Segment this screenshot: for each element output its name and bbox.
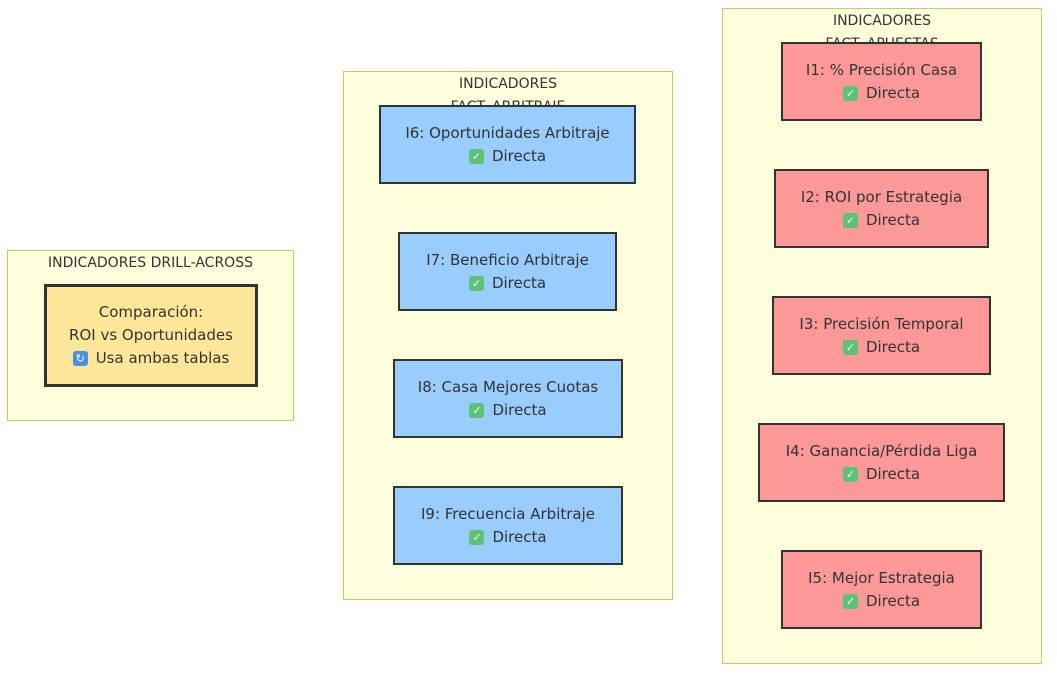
node-tag: Directa [491,273,547,292]
check-icon: ✓ [842,593,858,609]
node-tag: Directa [865,464,921,483]
check-icon: ✓ [468,148,484,164]
node-i8[interactable]: I8: Casa Mejores Cuotas ✓ Directa [393,359,623,438]
node-label: I9: Frecuencia Arbitraje [420,504,595,523]
node-label: I5: Mejor Estrategia [808,568,955,587]
node-i4[interactable]: I4: Ganancia/Pérdida Liga ✓ Directa [758,423,1005,502]
node-i2[interactable]: I2: ROI por Estrategia ✓ Directa [774,169,989,248]
node-label: I4: Ganancia/Pérdida Liga [785,441,978,460]
node-comparacion-roi-oportunidades[interactable]: Comparación: ROI vs Oportunidades ↻ Usa … [44,284,258,387]
node-line2: ROI vs Oportunidades [69,326,233,344]
node-label: I6: Oportunidades Arbitraje [405,123,610,142]
node-tag: Directa [865,337,921,356]
node-i3[interactable]: I3: Precisión Temporal ✓ Directa [772,296,991,375]
node-label: I8: Casa Mejores Cuotas [417,377,599,396]
node-i6[interactable]: I6: Oportunidades Arbitraje ✓ Directa [379,105,636,184]
node-i5[interactable]: I5: Mejor Estrategia ✓ Directa [781,550,982,629]
cluster-title-fact-apuestas: INDICADORES FACT_APUESTAS [825,13,939,45]
node-line1: Comparación: [98,303,204,321]
node-tag: Directa [865,591,921,610]
cluster-title-fact-arbitraje: INDICADORES FACT_ARBITRAJE [450,76,566,108]
check-icon: ✓ [469,402,485,418]
node-i9[interactable]: I9: Frecuencia Arbitraje ✓ Directa [393,486,623,565]
node-tag: Directa [865,210,921,229]
node-label: I7: Beneficio Arbitraje [426,250,589,269]
node-i1[interactable]: I1: % Precisión Casa ✓ Directa [781,42,982,121]
check-icon: ✓ [842,466,858,482]
node-label: I1: % Precisión Casa [805,60,958,79]
sync-icon: ↻ [72,351,88,366]
check-icon: ✓ [842,212,858,228]
node-i7[interactable]: I7: Beneficio Arbitraje ✓ Directa [398,232,617,311]
check-icon: ✓ [842,85,858,101]
node-tag: Directa [865,83,921,102]
node-tag: Directa [491,146,547,165]
cluster-title-drill-across: INDICADORES DRILL-ACROSS [48,255,253,271]
node-tag: Directa [492,527,547,546]
check-icon: ✓ [469,529,485,545]
node-label: I3: Precisión Temporal [799,314,964,333]
node-label: I2: ROI por Estrategia [800,187,963,206]
check-icon: ✓ [468,275,484,291]
node-tag: Usa ambas tablas [95,349,230,367]
node-tag: Directa [492,400,547,419]
check-icon: ✓ [842,339,858,355]
